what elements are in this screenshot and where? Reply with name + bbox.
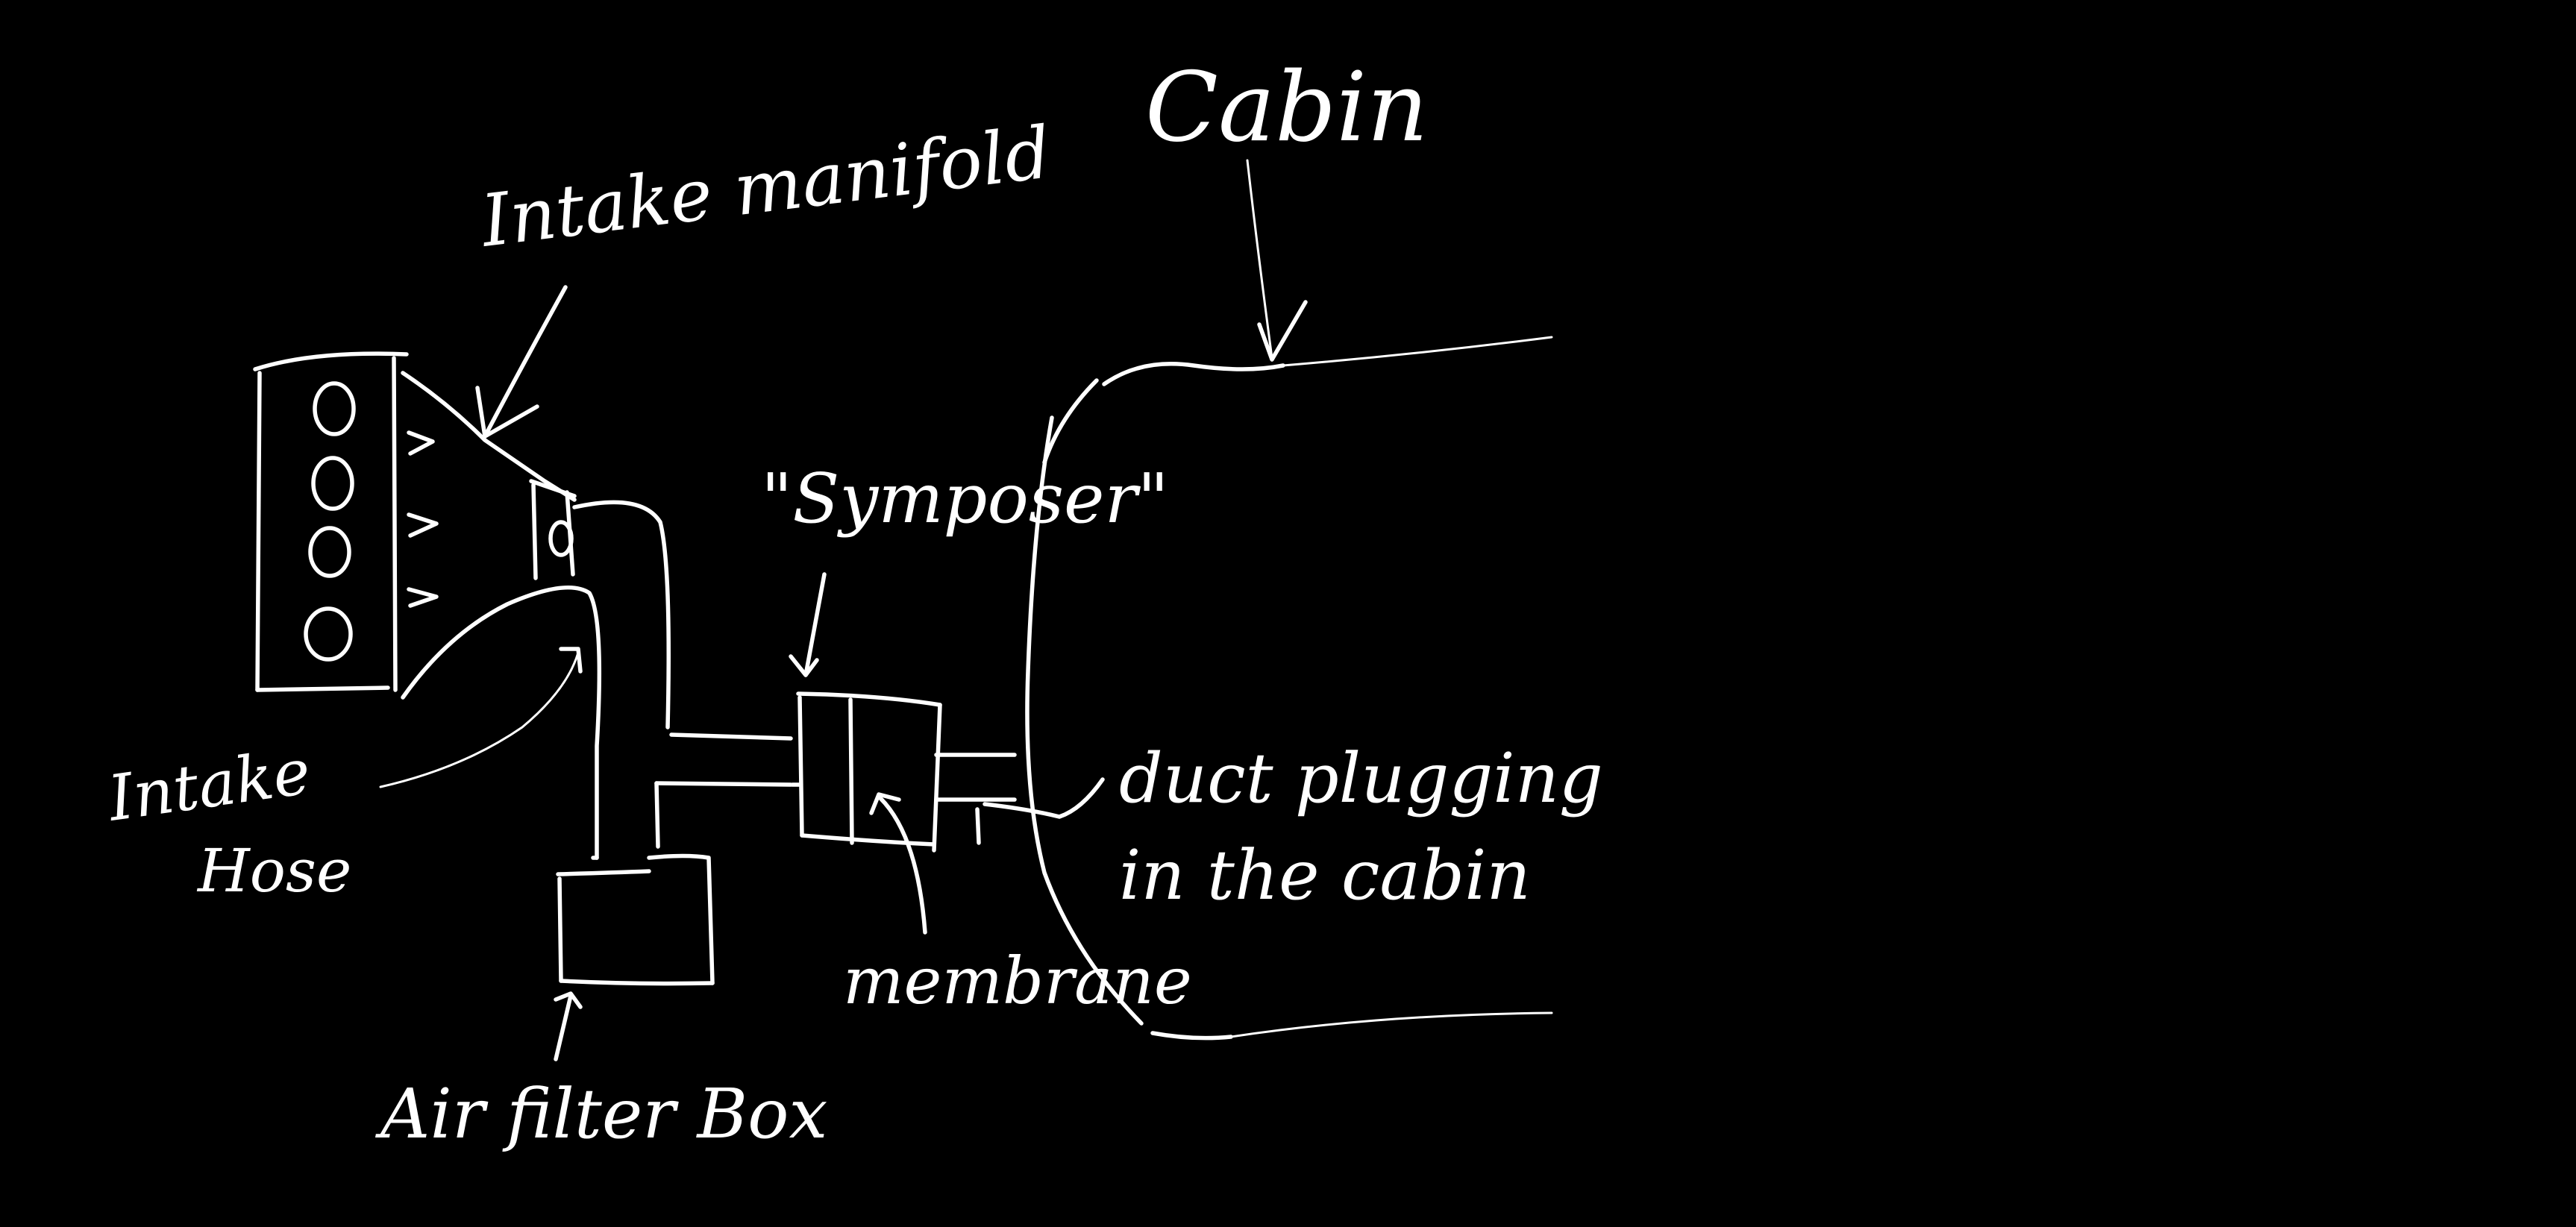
label-cabin: Cabin: [1145, 52, 1429, 163]
cylinder-3: [308, 526, 351, 578]
symposer-arrow: [789, 572, 827, 677]
duct-arrow: [975, 777, 1105, 845]
cabin-outline: [1025, 159, 1553, 1041]
cylinder-1: [313, 381, 356, 436]
air-filter-box: [556, 853, 715, 986]
label-air-filter-box: Air filter Box: [375, 1074, 827, 1154]
label-intake-hose-line2: Hose: [196, 836, 351, 906]
air-filter-arrow: [554, 991, 583, 1061]
symposer-box: [790, 691, 1017, 853]
intake-manifold: [401, 371, 671, 729]
label-intake-hose-line1: Intake: [102, 735, 315, 835]
label-duct-line1: duct plugging: [1119, 738, 1603, 818]
label-symposer: "Symposer": [761, 459, 1169, 539]
intake-hose-arrow: [379, 647, 583, 788]
engine-block: [253, 351, 409, 692]
label-duct-line2: in the cabin: [1119, 835, 1531, 915]
label-intake-manifold: Intake manifold: [475, 110, 1055, 263]
membrane-arrow: [869, 792, 927, 935]
manifold-arrow: [475, 285, 568, 439]
cylinder-2: [311, 456, 354, 511]
label-membrane: membrane: [843, 944, 1192, 1019]
intake-hose: [401, 585, 793, 860]
cylinder-4: [304, 606, 353, 662]
